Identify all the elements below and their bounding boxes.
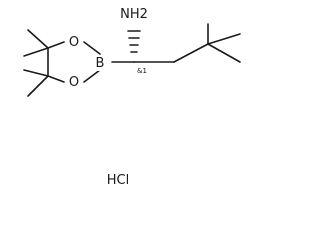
oxygen-bottom-label-bg (66, 74, 82, 90)
oxygen-top-atom-label: O (69, 35, 79, 50)
hcl-salt-label: HCl (107, 173, 129, 188)
atom-labels: B O O NH2 &1 HCl (66, 7, 148, 188)
oxygen-top-label-bg (66, 34, 82, 50)
oxygen-bottom-atom-label: O (69, 75, 79, 90)
stereo-descriptor-label: &1 (137, 67, 147, 75)
bond-c-bottom-methyl-left (23, 69, 49, 77)
bond-cquat-methyl-lower (207, 43, 241, 63)
boron-label-bg (92, 55, 108, 71)
bond-c-top-methyl-left (23, 47, 49, 57)
bond-c-top-methyl-up (27, 29, 49, 49)
bond-o-bottom-c (47, 75, 65, 83)
bond-cquat-methyl-right (207, 33, 241, 45)
boron-atom-label: B (96, 56, 105, 71)
bond-o-top-c (47, 41, 65, 49)
bonds (23, 23, 241, 97)
bond-ch2-cquat (173, 43, 209, 63)
chemical-structure-diagram: B O O NH2 &1 HCl (23, 7, 241, 188)
amine-nh2-label: NH2 (120, 7, 148, 22)
bond-b-o-top (83, 41, 101, 55)
bond-c-bottom-methyl-down (27, 75, 49, 97)
bond-b-o-bottom (83, 69, 101, 83)
